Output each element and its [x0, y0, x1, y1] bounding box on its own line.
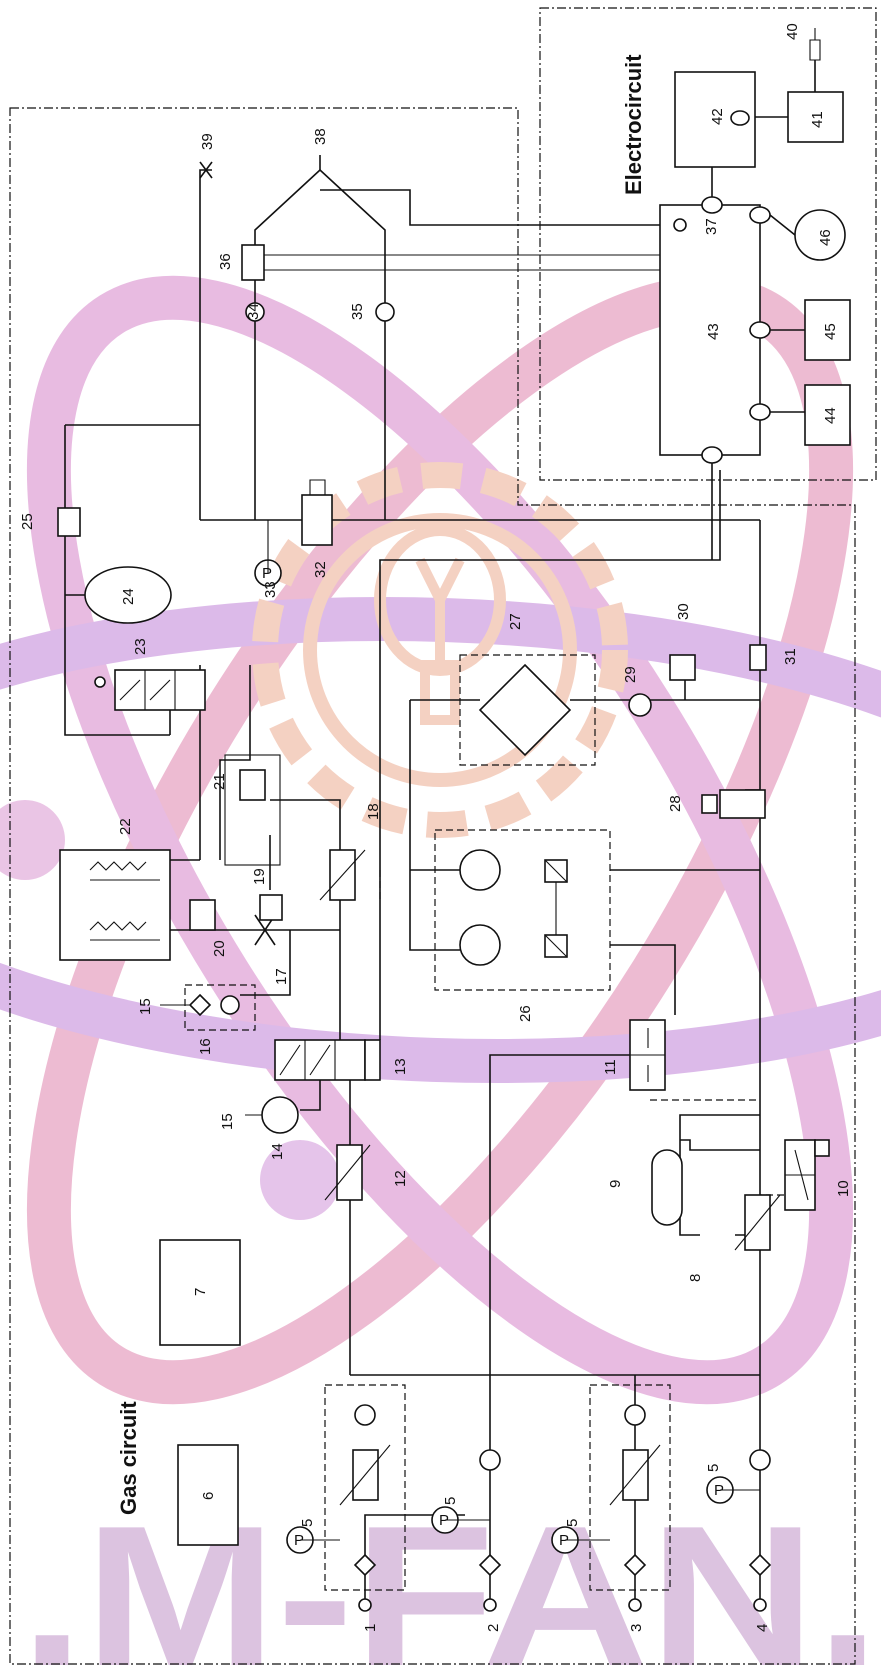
label-44: 44 — [822, 407, 839, 424]
sensor-36 — [241, 244, 265, 281]
label-3: 3 — [628, 1624, 645, 1632]
vent-39 — [199, 161, 213, 179]
pressure-regulator-group-1 — [324, 1384, 406, 1591]
label-34: 34 — [245, 303, 262, 320]
label-4: 4 — [754, 1624, 771, 1632]
label-19: 19 — [251, 868, 268, 885]
valve-28 — [719, 789, 766, 819]
label-11: 11 — [602, 1059, 619, 1075]
electro-components — [659, 28, 851, 560]
label-30: 30 — [675, 603, 692, 620]
label-5c: 5 — [564, 1519, 581, 1527]
check-valve-4 — [749, 1449, 771, 1471]
label-10: 10 — [835, 1180, 852, 1197]
label-9: 9 — [607, 1180, 624, 1188]
filter-16 — [160, 984, 256, 1031]
label-13: 13 — [392, 1058, 409, 1075]
label-43: 43 — [705, 323, 722, 340]
valve-10 — [784, 1139, 830, 1211]
gas-circuit-border — [9, 107, 856, 1665]
label-28: 28 — [667, 795, 684, 812]
label-24: 24 — [120, 588, 137, 605]
label-25: 25 — [19, 513, 36, 530]
directional-valve-13 — [274, 1039, 381, 1081]
label-15a: 15 — [219, 1113, 236, 1130]
cylinder-32 — [301, 494, 333, 546]
labels: 1 2 3 4 5 5 5 5 6 7 8 9 10 11 12 13 14 1… — [19, 23, 852, 1632]
cylinder-22 — [59, 849, 171, 961]
check-valve-35 — [375, 302, 395, 322]
pipe-network — [64, 155, 795, 1600]
gauge-p-2: P — [439, 1512, 449, 1529]
label-6: 6 — [200, 1492, 217, 1500]
label-5b: 5 — [442, 1497, 459, 1505]
label-29: 29 — [622, 666, 639, 683]
label-46: 46 — [817, 229, 834, 246]
label-41: 41 — [809, 111, 826, 128]
valve-20 — [189, 899, 216, 931]
label-1: 1 — [362, 1624, 379, 1632]
label-36: 36 — [217, 253, 234, 270]
regulator-12 — [324, 1144, 371, 1201]
label-32: 32 — [312, 561, 329, 578]
motor-14 — [261, 1096, 299, 1134]
gauge-p-1: P — [294, 1532, 304, 1549]
label-15b: 15 — [137, 998, 154, 1015]
gas-circuit-title: Gas circuit — [116, 1401, 141, 1515]
valve-30 — [669, 654, 696, 681]
label-22: 22 — [117, 818, 134, 835]
valve-11 — [629, 1019, 666, 1091]
valve-23 — [94, 669, 206, 711]
label-7: 7 — [192, 1288, 209, 1296]
label-26: 26 — [517, 1005, 534, 1022]
pressure-regulator-group-3 — [589, 1384, 671, 1591]
input-ports — [353, 1553, 772, 1612]
label-31: 31 — [782, 648, 799, 665]
heat-exchanger-27 — [459, 654, 596, 766]
valve-25 — [57, 507, 81, 537]
label-20: 20 — [211, 940, 228, 957]
pressure-gauges — [254, 520, 760, 1554]
label-14: 14 — [269, 1143, 286, 1160]
label-5d: 5 — [705, 1464, 722, 1472]
label-42: 42 — [709, 108, 726, 125]
label-5a: 5 — [299, 1519, 316, 1527]
gauge-p-4: P — [714, 1482, 724, 1499]
label-27: 27 — [507, 613, 524, 630]
flow-meter-group-26 — [434, 829, 611, 991]
gauge-p-33: P — [262, 565, 272, 582]
label-39: 39 — [199, 133, 216, 150]
box-7 — [159, 1239, 241, 1346]
electrocircuit-title: Electrocircuit — [621, 54, 646, 195]
balloon-24 — [84, 566, 172, 624]
regulator-8 — [734, 1194, 781, 1251]
label-2: 2 — [485, 1624, 502, 1632]
check-valve-34 — [245, 302, 265, 322]
label-38: 38 — [312, 128, 329, 145]
gauge-p-3: P — [559, 1532, 569, 1549]
label-8: 8 — [687, 1274, 704, 1282]
valve-19 — [259, 894, 283, 921]
check-valve-2 — [479, 1449, 501, 1471]
sensor-31 — [749, 644, 767, 671]
check-valve-29 — [628, 693, 652, 717]
accumulator-9 — [651, 1149, 683, 1226]
label-37: 37 — [703, 218, 720, 235]
label-23: 23 — [132, 638, 149, 655]
label-12: 12 — [392, 1170, 409, 1187]
label-21: 21 — [211, 773, 228, 790]
valve-21 — [239, 769, 266, 801]
electrocircuit-border — [539, 7, 877, 481]
regulator-18 — [319, 849, 366, 901]
label-35: 35 — [349, 303, 366, 320]
label-18: 18 — [365, 803, 382, 820]
label-40: 40 — [784, 23, 801, 40]
box-6 — [177, 1444, 239, 1546]
label-17: 17 — [273, 968, 290, 985]
label-33: 33 — [262, 581, 279, 598]
label-45: 45 — [822, 323, 839, 340]
label-16: 16 — [197, 1038, 214, 1055]
